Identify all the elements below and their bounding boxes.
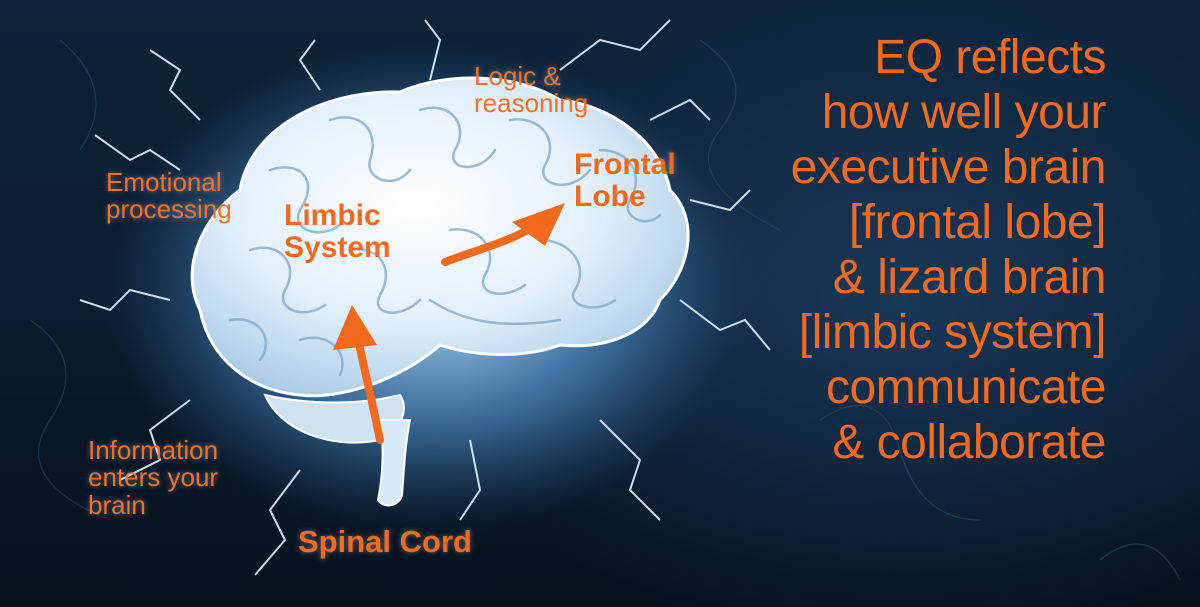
brain-shape bbox=[190, 76, 690, 398]
logic-reasoning-label: Logic & reasoning bbox=[474, 61, 589, 119]
headline-line: [limbic system] bbox=[798, 306, 1107, 359]
frontal-lobe-label: Frontal Lobe bbox=[574, 148, 676, 213]
headline-line: & lizard brain bbox=[832, 251, 1107, 304]
headline-line: executive brain bbox=[790, 141, 1107, 194]
headline-line: EQ reflects bbox=[874, 31, 1106, 84]
spinal-cord-label: Spinal Cord bbox=[298, 524, 472, 559]
emotional-processing-label: Emotional processing bbox=[106, 167, 232, 225]
headline-line: [frontal lobe] bbox=[848, 196, 1107, 249]
headline-line: & collaborate bbox=[832, 416, 1106, 469]
limbic-system-label: Limbic System bbox=[284, 199, 391, 264]
information-label: Information enters your brain bbox=[88, 435, 219, 520]
headline-line: communicate bbox=[826, 361, 1106, 414]
eq-headline: EQ reflects how well your executive brai… bbox=[790, 30, 1107, 470]
headline-line: how well your bbox=[821, 86, 1107, 139]
